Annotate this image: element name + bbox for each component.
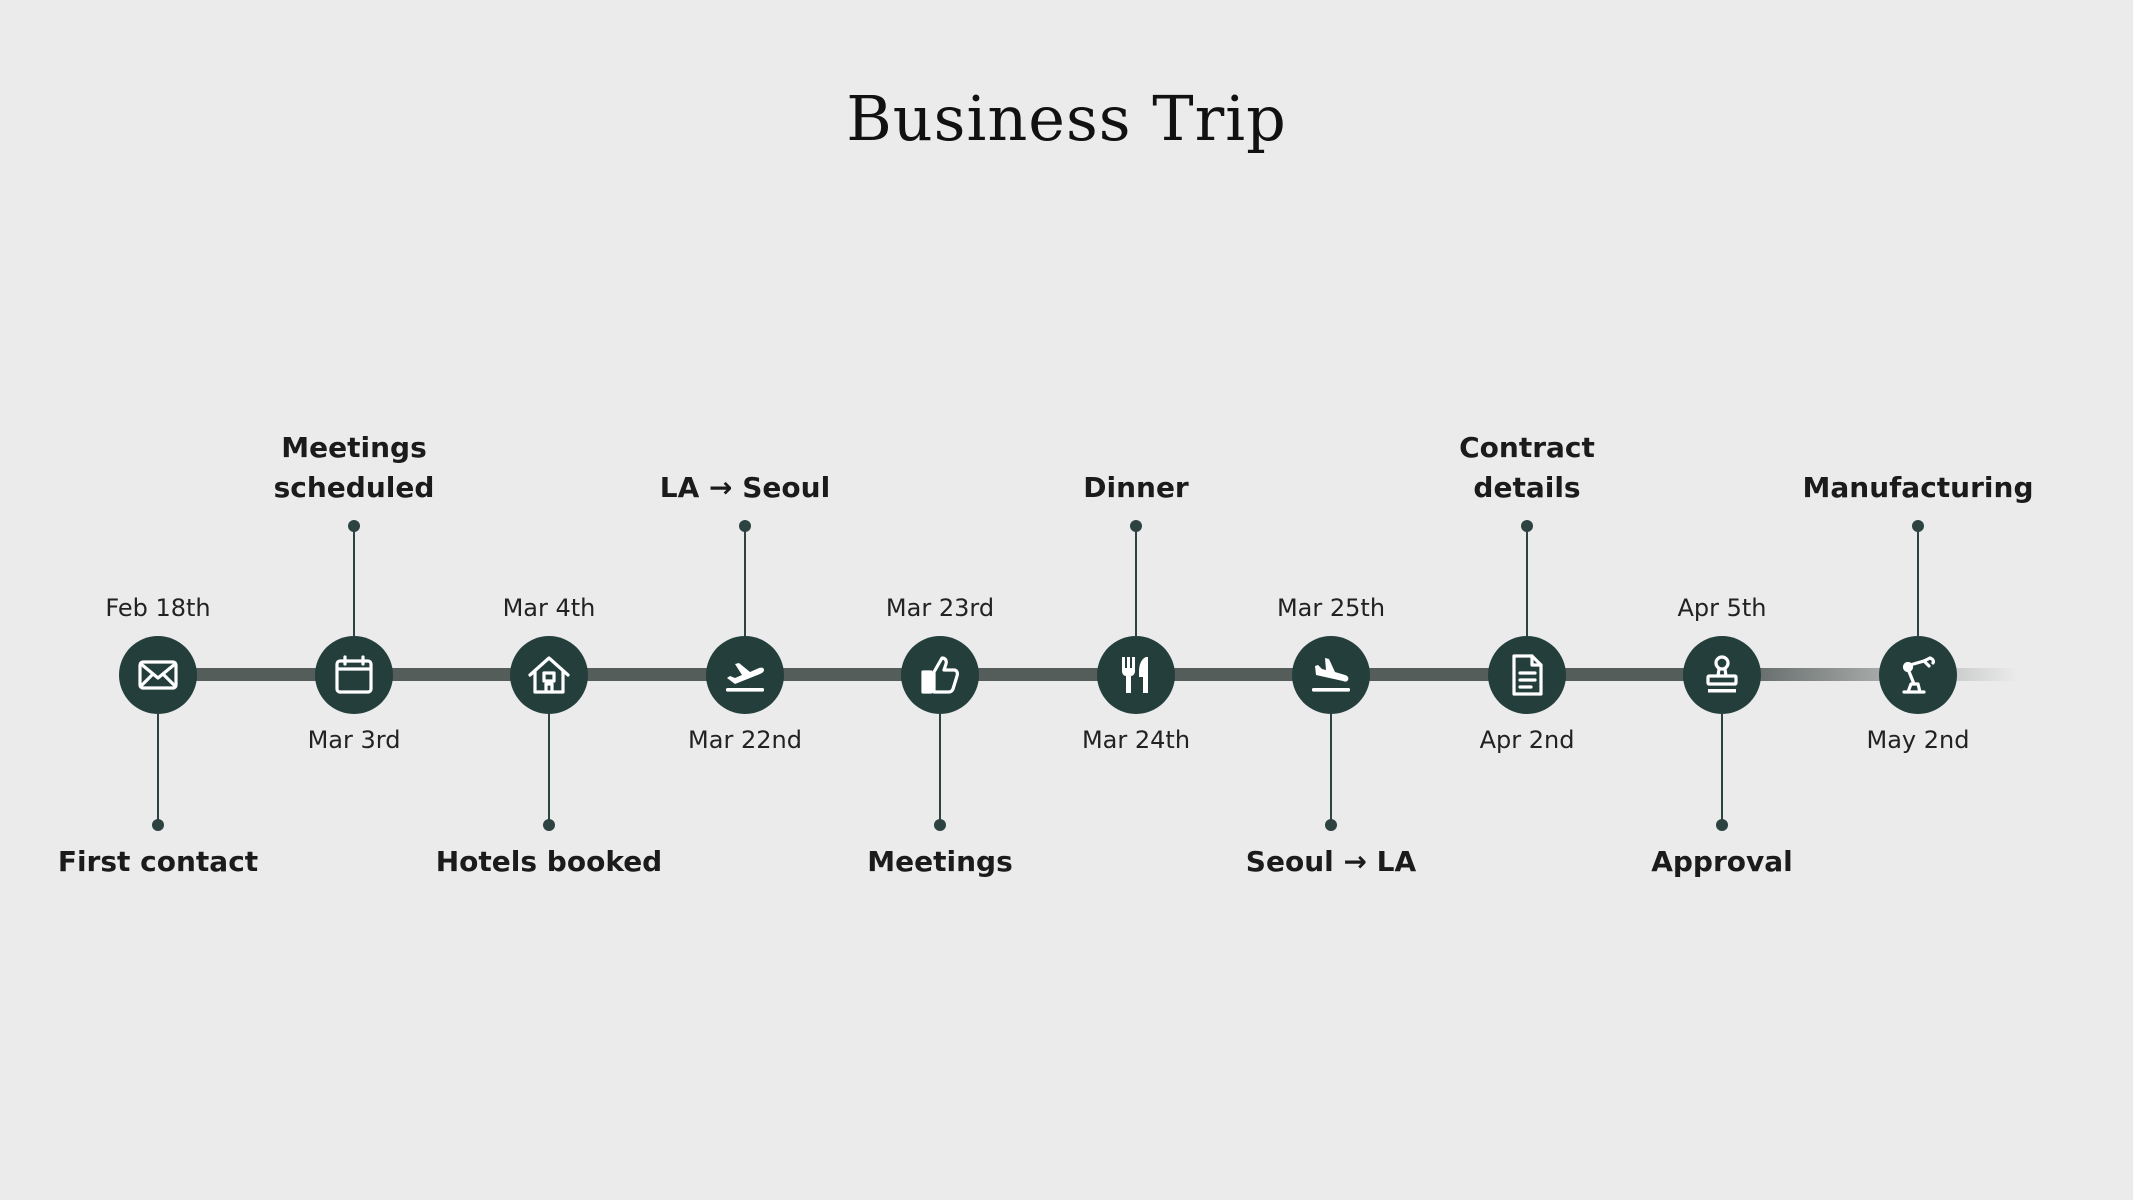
milestone-node [315,636,393,714]
milestone-date: Mar 3rd [307,726,401,754]
milestone-node [1683,636,1761,714]
milestone-date: Mar 24th [1081,726,1191,754]
milestone-node [901,636,979,714]
milestone-label: Meetings scheduled [273,431,435,504]
milestone-label: Approval [1651,845,1793,878]
robot-arm-icon [1902,656,1935,694]
milestone-node [119,636,197,714]
milestone-label: Hotels booked [435,845,663,878]
milestone-connector [157,712,159,825]
fork-knife-icon [1122,657,1148,693]
milestone-label: Meetings [867,845,1013,878]
milestone-label: Seoul → LA [1245,845,1417,878]
milestone-connector [1917,526,1919,638]
milestone-dot [934,819,946,831]
envelope-icon [138,660,178,690]
milestone-label: LA → Seoul [659,471,831,504]
milestone-connector [1721,712,1723,825]
milestone-label: Contract details [1459,431,1595,504]
milestone-connector [1135,526,1137,638]
milestone-dot [152,819,164,831]
milestone-date: May 2nd [1866,726,1970,754]
airplane-departure-icon [726,663,764,692]
milestone-node [1292,636,1370,714]
milestone-label: Dinner [1083,471,1189,504]
airplane-arrival-icon [1312,658,1350,692]
milestone-node [510,636,588,714]
document-icon [1512,654,1543,696]
house-icon [528,656,570,694]
milestone-connector [1526,526,1528,638]
stamp-icon [1706,655,1738,693]
milestone-dot [1716,819,1728,831]
milestone-date: Mar 25th [1276,594,1386,622]
milestone-node [1879,636,1957,714]
milestone-date: Feb 18th [105,594,211,622]
milestone-label: First contact [57,845,259,878]
milestone-connector [744,526,746,638]
milestone-date: Mar 4th [502,594,596,622]
milestone-connector [548,712,550,825]
milestone-dot [543,819,555,831]
milestone-date: Apr 5th [1677,594,1767,622]
page-title: Business Trip [846,82,1287,155]
milestone-date: Mar 23rd [885,594,995,622]
milestone-node [1488,636,1566,714]
milestone-connector [1330,712,1332,825]
milestone-connector [353,526,355,638]
milestone-node [1097,636,1175,714]
milestone-label: Manufacturing [1802,471,2034,504]
milestone-date: Apr 2nd [1479,726,1575,754]
milestone-node [706,636,784,714]
thumbs-up-icon [921,656,959,694]
milestone-date: Mar 22nd [688,726,802,754]
milestone-dot [1325,819,1337,831]
calendar-icon [335,655,373,694]
milestone-connector [939,712,941,825]
